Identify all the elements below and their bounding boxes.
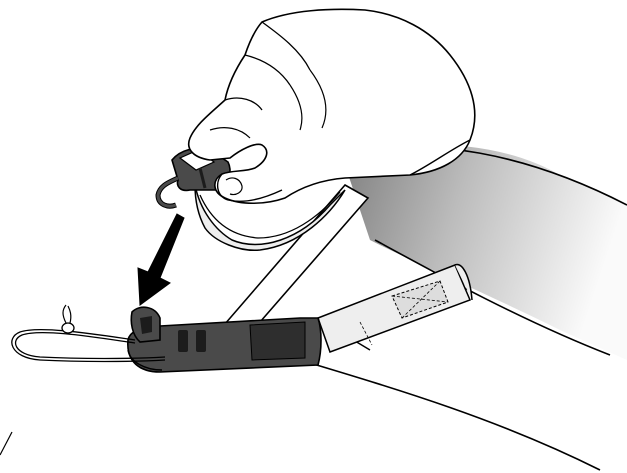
assembly-illustration (0, 0, 627, 473)
illustration-stage (0, 0, 627, 473)
